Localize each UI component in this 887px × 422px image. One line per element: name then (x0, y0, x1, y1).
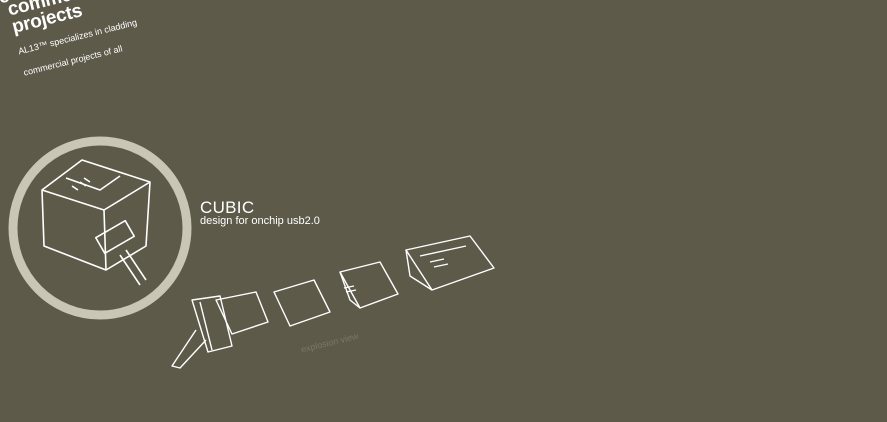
product-subtitle: design for onchip usb2.0 (200, 215, 320, 227)
explosion-view-icon (171, 235, 495, 369)
product-name: CUBIC (200, 198, 255, 217)
assembled-device-icon (41, 159, 151, 286)
zoom-circle (8, 136, 192, 320)
product-caption: CUBIC design for onchip usb2.0 (200, 198, 320, 227)
